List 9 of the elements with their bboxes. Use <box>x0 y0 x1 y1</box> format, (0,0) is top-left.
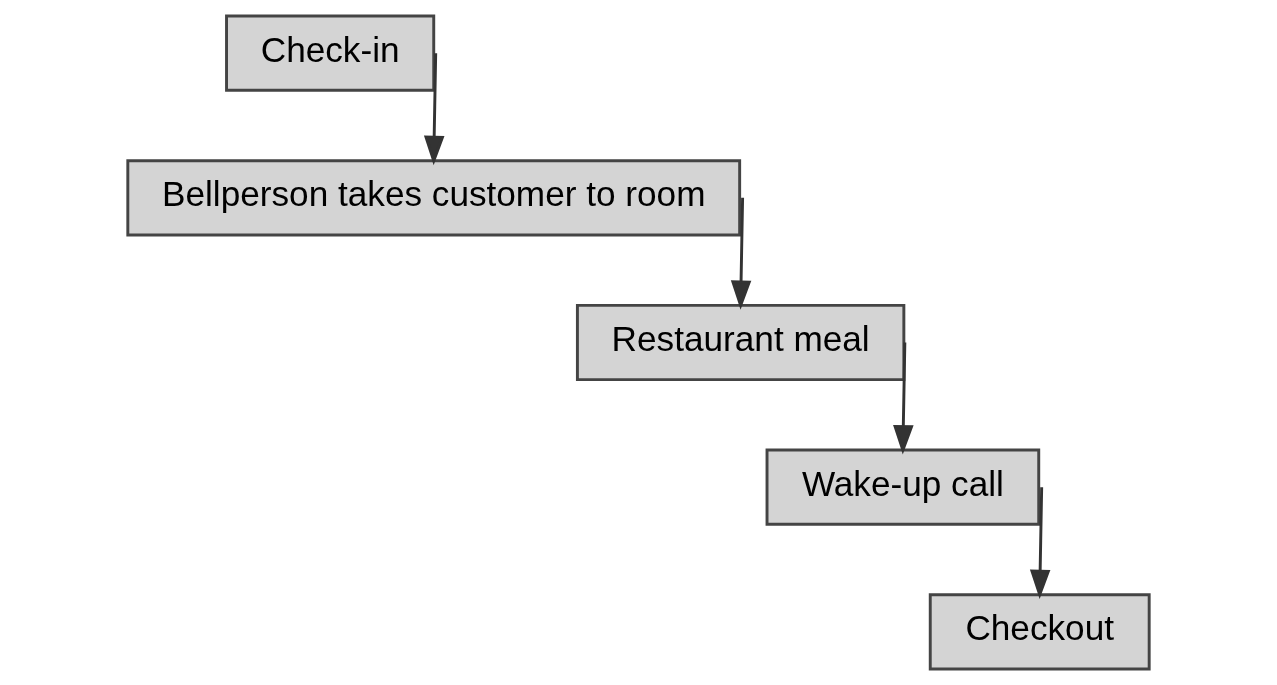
node-box: Checkout <box>928 593 1151 671</box>
arrow <box>1029 487 1051 600</box>
arrow <box>893 342 914 455</box>
arrow <box>730 197 752 310</box>
node-box: Restaurant meal <box>575 303 906 382</box>
node-box: Wake-up call <box>765 448 1041 526</box>
node-box: Bellperson takes customer to room <box>126 159 742 237</box>
node-box: Check-in <box>225 14 436 92</box>
arrow <box>423 53 445 166</box>
